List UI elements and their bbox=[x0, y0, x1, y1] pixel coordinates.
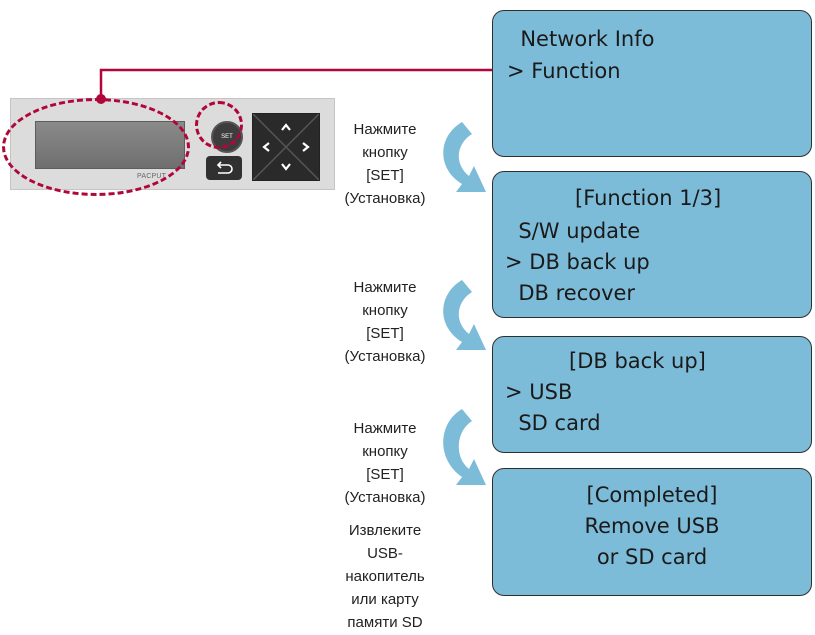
instruction-line: кнопку bbox=[362, 443, 408, 460]
lcd-highlight-ring bbox=[2, 98, 190, 196]
instruction-remove-media: Извлеките USB- накопитель или карту памя… bbox=[330, 519, 440, 634]
status-message: Remove USB bbox=[584, 514, 720, 538]
back-button[interactable] bbox=[206, 156, 242, 180]
menu-line: SD card bbox=[505, 411, 601, 435]
menu-line: Network Info bbox=[507, 27, 655, 51]
instruction-line: Нажмите bbox=[353, 121, 417, 138]
instruction-line: кнопку bbox=[362, 144, 408, 161]
instruction-line: (Установка) bbox=[344, 489, 426, 506]
screen-db-backup: [DB back up] > USB SD card bbox=[492, 336, 812, 453]
instruction-line: Нажмите bbox=[353, 279, 417, 296]
instruction-line: Нажмите bbox=[353, 420, 417, 437]
status-message: or SD card bbox=[596, 545, 708, 569]
arrow-left-icon[interactable] bbox=[262, 142, 270, 152]
instruction-line: (Установка) bbox=[344, 190, 426, 207]
direction-pad[interactable] bbox=[252, 113, 320, 181]
menu-line-selected: > DB back up bbox=[505, 250, 650, 274]
arrow-down-icon[interactable] bbox=[281, 163, 291, 171]
instruction-line: Извлеките bbox=[348, 522, 422, 539]
screen-completed: [Completed] Remove USB or SD card bbox=[492, 468, 812, 596]
status-title: [Completed] bbox=[586, 483, 718, 507]
instruction-line: или карту bbox=[351, 591, 419, 608]
arrow-up-icon[interactable] bbox=[281, 123, 291, 131]
menu-line: S/W update bbox=[505, 219, 641, 243]
arrow-right-icon[interactable] bbox=[302, 142, 310, 152]
instruction-press-set: Нажмите кнопку [SET] (Установка) bbox=[330, 118, 440, 210]
instruction-line: USB- bbox=[367, 545, 403, 562]
instruction-line: памяти SD bbox=[347, 614, 423, 631]
instruction-press-set: Нажмите кнопку [SET] (Установка) bbox=[330, 417, 440, 509]
curved-arrow-icon bbox=[443, 409, 486, 485]
instruction-line: (Установка) bbox=[344, 348, 426, 365]
menu-line-selected: > Function bbox=[507, 59, 621, 83]
set-highlight-ring bbox=[195, 101, 243, 149]
instruction-line: [SET] bbox=[366, 325, 404, 342]
screen-title: [Function 1/3] bbox=[575, 186, 722, 210]
return-icon bbox=[216, 161, 233, 174]
instruction-line: [SET] bbox=[366, 466, 404, 483]
curved-arrow-icon bbox=[443, 122, 486, 192]
screen-function-menu: [Function 1/3] S/W update > DB back up D… bbox=[492, 171, 812, 318]
menu-line: DB recover bbox=[505, 281, 636, 305]
instruction-line: кнопку bbox=[362, 302, 408, 319]
screen-title: [DB back up] bbox=[569, 349, 706, 373]
curved-arrow-icon bbox=[443, 280, 486, 350]
instruction-line: накопитель bbox=[345, 568, 425, 585]
instruction-press-set: Нажмите кнопку [SET] (Установка) bbox=[330, 276, 440, 368]
screen-main-menu: Network Info > Function bbox=[492, 10, 812, 157]
menu-line-selected: > USB bbox=[505, 380, 573, 404]
instruction-line: [SET] bbox=[366, 167, 404, 184]
